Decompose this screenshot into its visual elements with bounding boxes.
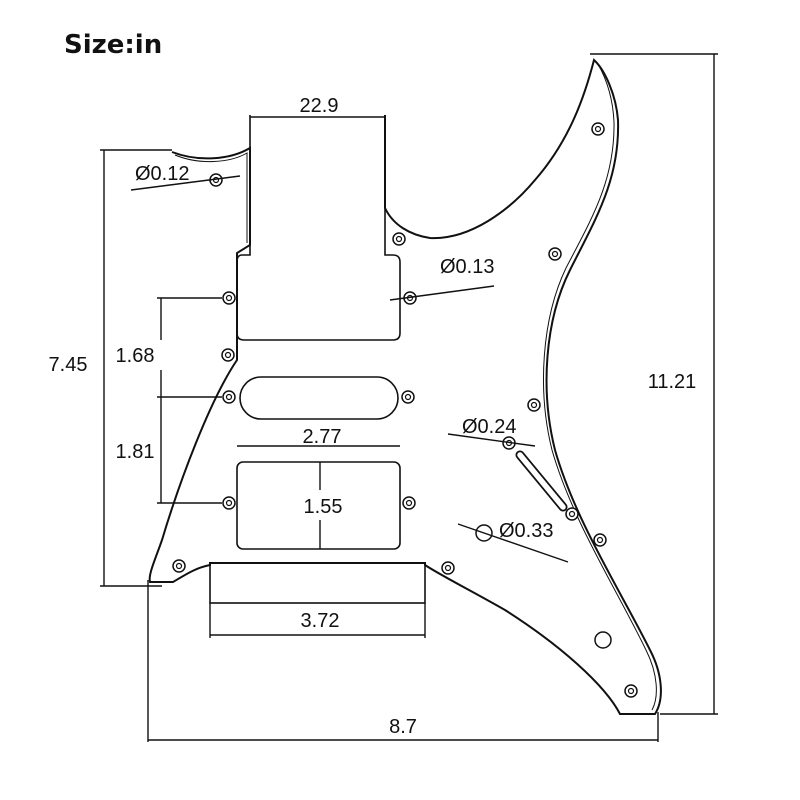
screw-hole (441, 561, 455, 575)
pickup-spacing-lower-label: 1.81 (116, 441, 155, 463)
jack-dia-label: Ø0.33 (499, 520, 553, 542)
size-unit-title: Size:in (64, 30, 163, 60)
dimension-lines (100, 53, 718, 742)
screw-hole (222, 291, 236, 305)
bridge-pickup-cutout (236, 461, 401, 550)
total-width-label: 8.7 (389, 716, 417, 738)
bridge-cutout-width-label: 3.72 (301, 610, 340, 632)
screw-holes (172, 122, 638, 698)
screw-hole (222, 390, 236, 404)
pickup-spacing-upper-label: 1.68 (116, 345, 155, 367)
pickguard-outline (148, 58, 662, 715)
pickup-screw-dia-label: Ø0.13 (440, 256, 494, 278)
screw-hole (401, 390, 415, 404)
neck-width-label: 22.9 (300, 95, 339, 117)
dimension-labels: 22.9 Ø0.12 Ø0.13 7.45 11.21 1.68 1.81 2.… (49, 95, 697, 738)
screw-hole (222, 496, 236, 510)
output-jack-hole (594, 631, 612, 649)
screw-hole (527, 398, 541, 412)
screw-hole (172, 559, 186, 573)
screw-hole (565, 507, 579, 521)
screw-hole (591, 122, 605, 136)
middle-pickup-cutout (239, 376, 399, 420)
screw-hole (548, 247, 562, 261)
bridge-pickup-width-label: 2.77 (303, 426, 342, 448)
neck-pickup-cutout (236, 115, 401, 341)
bridge-pickup-height-label: 1.55 (304, 496, 343, 518)
total-height-label: 11.21 (648, 371, 697, 393)
screw-hole (593, 533, 607, 547)
switch-dia-label: Ø0.24 (462, 416, 516, 438)
screw-hole (624, 684, 638, 698)
bridge-cutout (209, 562, 426, 604)
screw-hole (392, 232, 406, 246)
screw-hole (221, 348, 235, 362)
small-screw-dia-label: Ø0.12 (135, 163, 189, 185)
screw-hole (402, 496, 416, 510)
left-height-label: 7.45 (49, 354, 88, 376)
switch-slot (515, 450, 568, 512)
